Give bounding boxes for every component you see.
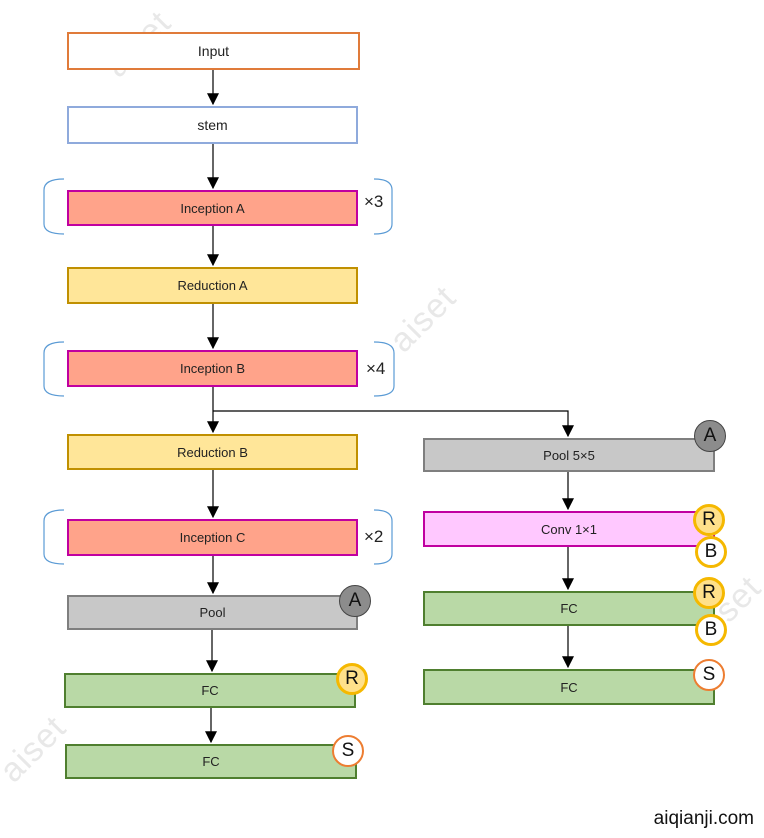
badge-r: R bbox=[693, 577, 725, 609]
badge-s: S bbox=[693, 659, 725, 691]
inception-a-node: Inception A bbox=[67, 190, 358, 226]
fc-node: FC bbox=[65, 744, 357, 779]
site-watermark: aiqianji.com bbox=[653, 808, 754, 829]
badge-a: A bbox=[694, 420, 726, 452]
inception-c-repeat: ×2 bbox=[364, 527, 384, 546]
aux-conv-node: Conv 1×1 bbox=[423, 511, 715, 547]
inception-c-node: Inception C bbox=[67, 519, 358, 556]
aux-pool-node: Pool 5×5 bbox=[423, 438, 715, 472]
pool-node: Pool bbox=[67, 595, 358, 630]
badge-a: A bbox=[339, 585, 371, 617]
badge-b: B bbox=[695, 536, 727, 568]
aux-fc-node: FC bbox=[423, 669, 715, 705]
reduction-b-node: Reduction B bbox=[67, 434, 358, 470]
inception-b-node: Inception B bbox=[67, 350, 358, 387]
aux-fc-node: FC bbox=[423, 591, 715, 626]
fc-node: FC bbox=[64, 673, 356, 708]
badge-r: R bbox=[693, 504, 725, 536]
inception-b-repeat: ×4 bbox=[366, 359, 386, 378]
badge-s: S bbox=[332, 735, 364, 767]
input-node: Input bbox=[67, 32, 360, 70]
reduction-a-node: Reduction A bbox=[67, 267, 358, 304]
stem-node: stem bbox=[67, 106, 358, 144]
badge-r: R bbox=[336, 663, 368, 695]
inception-a-repeat: ×3 bbox=[364, 192, 384, 211]
badge-b: B bbox=[695, 614, 727, 646]
